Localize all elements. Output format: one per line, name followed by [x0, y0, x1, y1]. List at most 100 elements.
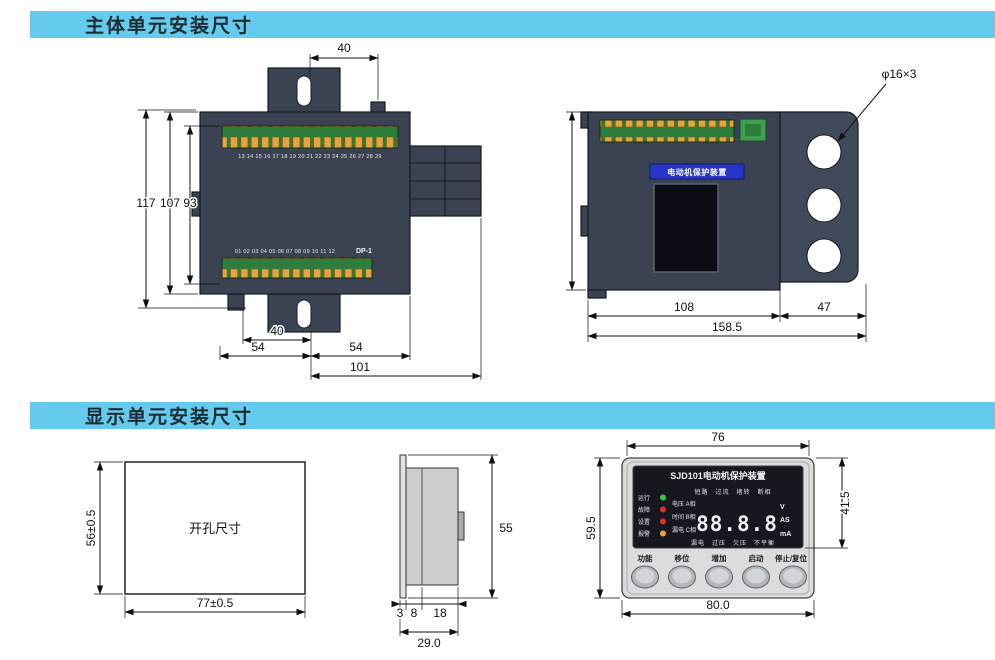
- button-label-shift: 移位: [675, 553, 690, 563]
- mounting-hole-1: [806, 134, 842, 170]
- mounting-hole-3: [806, 238, 842, 274]
- svg-text:59.5: 59.5: [584, 516, 598, 540]
- row-voltage-a: 电压 A相: [672, 500, 696, 508]
- panel-bezel-line: [626, 461, 810, 595]
- dim-cutout-height: 56±0.5: [83, 461, 123, 595]
- svg-text:54: 54: [349, 340, 363, 354]
- dim-front-body-width: 101: [310, 218, 482, 380]
- top-terminal-numbers: 13 14 15 16 17 18 19 20 21 22 23 24 25 2…: [238, 154, 381, 160]
- mounting-hole-2: [806, 187, 842, 223]
- led-set: [660, 518, 666, 525]
- led-label-alarm: 报警: [638, 530, 650, 538]
- button-label-start: 启动: [749, 553, 764, 563]
- top-terminal-strip: [221, 125, 399, 149]
- unit-milliamp: mA: [780, 531, 791, 538]
- led-fault: [660, 506, 666, 513]
- dim-side-hole-section-width: 47: [779, 284, 867, 342]
- cutout-rectangle: [124, 461, 306, 595]
- dim-front-slot-width: 40: [242, 310, 312, 380]
- increase-button-cap: [709, 568, 729, 584]
- svg-text:41.5: 41.5: [838, 491, 852, 515]
- bottom-mounting-slot: [296, 299, 312, 329]
- led-label-fault: 故障: [638, 506, 650, 514]
- panel-buttons: [631, 565, 807, 589]
- dim-front-terminal-span: 93: [182, 125, 220, 285]
- bottom-terminal-strip: [221, 257, 373, 279]
- dim-side-body-width: 108: [587, 284, 781, 342]
- svg-text:107: 107: [160, 196, 180, 210]
- svg-text:40: 40: [270, 324, 284, 338]
- dim-front-right-span: 54: [310, 296, 411, 360]
- svg-text:93: 93: [183, 196, 197, 210]
- section-title-display-unit: 显示单元安装尺寸: [85, 407, 254, 428]
- svg-text:77±0.5: 77±0.5: [197, 596, 234, 610]
- dim-front-top-width: 40: [309, 40, 379, 100]
- section-header-display-unit: 显示单元安装尺寸: [30, 402, 995, 429]
- dim-front-left-span: 54: [219, 339, 312, 360]
- panel-title: SJD101电动机保护装置: [670, 470, 766, 481]
- dim-front-body-height: 107: [158, 111, 198, 295]
- dim-front-overall-height: 117: [135, 109, 246, 309]
- mounting-clip: [457, 511, 465, 541]
- svg-text:101: 101: [350, 360, 370, 374]
- button-label-increase: 增加: [712, 553, 727, 563]
- dim-side-hole-spec: φ16×3: [837, 66, 918, 142]
- top-mounting-slot: [296, 75, 312, 107]
- led-label-set: 设置: [638, 518, 650, 526]
- display-window: [632, 465, 804, 549]
- lcd-readout: 88.8.8: [696, 512, 778, 536]
- dim-display-window-height: 41.5: [805, 457, 854, 549]
- svg-text:φ16×3: φ16×3: [882, 67, 917, 81]
- dim-side-overall-width: 158.5: [587, 319, 867, 340]
- dim-display-depth-segments: 3 8 18: [391, 587, 467, 636]
- section-title-main-unit: 主体单元安装尺寸: [85, 16, 254, 37]
- dim-side-height-unlabeled: [566, 111, 586, 291]
- main-unit-side-view: 电动机保护装置: [580, 111, 859, 299]
- svg-text:18: 18: [433, 606, 447, 620]
- main-unit-front-view: 13 14 15 16 17 18 19 20 21 22 23 24 25 2…: [191, 67, 482, 333]
- unit-volts: V: [780, 504, 785, 511]
- display-front-panel: SJD101电动机保护装置 短路 过流 堵转 断相 运行 故障 设置 报警 电压…: [621, 457, 815, 599]
- dim-cutout-width: 77±0.5: [124, 595, 306, 618]
- start-button-cap: [746, 568, 766, 584]
- status-row-bottom: 漏电 过压 欠压 不平衡: [691, 539, 775, 547]
- button-label-stop-reset: 停止/复位: [775, 553, 808, 563]
- svg-text:108: 108: [674, 300, 694, 314]
- comm-port-slot: [745, 124, 761, 136]
- section-header-main-unit: 主体单元安装尺寸: [30, 11, 995, 38]
- status-row-top: 短路 过流 堵转 断相: [694, 488, 771, 496]
- bottom-terminal-numbers: 01 02 03 04 05 06 07 08 09 10 11 12: [235, 249, 335, 255]
- dim-display-height-55: 55: [408, 454, 514, 599]
- svg-text:117: 117: [136, 196, 155, 210]
- unit-amp-sec: AS: [780, 517, 790, 524]
- svg-text:80.0: 80.0: [706, 598, 730, 612]
- svg-text:47: 47: [817, 300, 831, 314]
- dim-panel-inner-width: 76: [626, 429, 810, 456]
- function-button-cap: [635, 568, 655, 584]
- dim-display-total-depth: 29.0: [399, 628, 459, 652]
- dp1-label: DP-1: [356, 248, 372, 255]
- stop-reset-button-cap: [783, 568, 803, 584]
- cutout-label: 开孔尺寸: [189, 521, 241, 536]
- svg-text:3: 3: [397, 606, 404, 620]
- svg-text:29.0: 29.0: [417, 636, 441, 650]
- button-label-function: 功能: [638, 553, 653, 563]
- device-nameplate: [649, 163, 745, 180]
- svg-text:158.5: 158.5: [712, 320, 742, 334]
- svg-text:40: 40: [337, 41, 351, 55]
- shift-button-cap: [672, 568, 692, 584]
- display-side-view: [399, 454, 465, 599]
- dim-panel-overall-width: 80.0: [621, 597, 815, 618]
- svg-text:55: 55: [499, 521, 513, 535]
- side-display-window: [653, 183, 719, 273]
- svg-text:56±0.5: 56±0.5: [84, 509, 98, 546]
- led-label-run: 运行: [638, 494, 650, 502]
- side-terminal-strip: [599, 119, 735, 143]
- display-cutout-view: 开孔尺寸: [124, 461, 306, 595]
- svg-text:76: 76: [711, 430, 725, 444]
- row-leak-c: 漏电 C相: [672, 526, 696, 534]
- row-time-b: 时间 B相: [672, 513, 696, 521]
- led-run: [660, 494, 666, 501]
